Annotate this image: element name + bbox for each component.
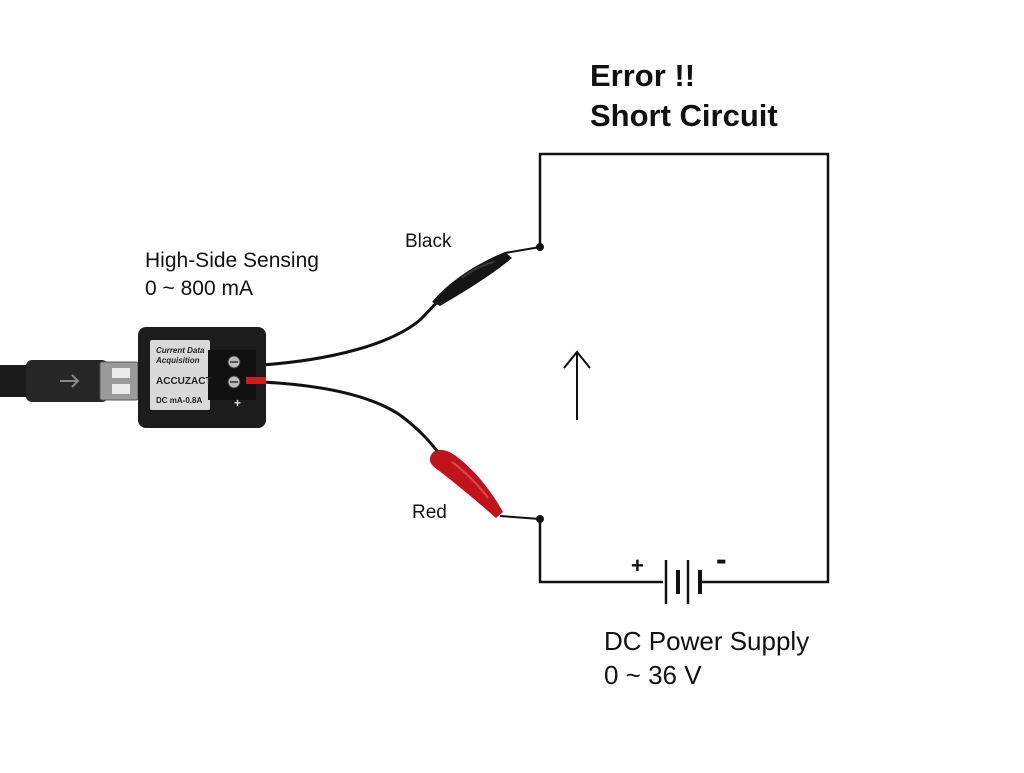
battery-negative-label: - [716,541,727,577]
device-model: DC mA-0.8A [156,396,203,405]
supply-line-2: 0 ~ 36 V [604,660,702,690]
battery-symbol [664,560,702,604]
device-label-top: Current Data Acquisition [156,346,205,365]
error-line-2: Short Circuit [590,98,778,133]
battery-positive-label: + [631,553,644,578]
circuit-loop [538,152,830,584]
red-alligator-clip [429,449,541,520]
error-title: Error !! Short Circuit [590,56,778,136]
sensing-line-2: 0 ~ 800 mA [145,277,253,300]
supply-line-1: DC Power Supply [604,626,810,656]
sensing-caption: High-Side Sensing 0 ~ 800 mA [145,247,319,303]
usb-cable [0,360,139,402]
current-direction-arrow [563,350,591,420]
circuit-wire-top [538,152,830,584]
red-lead-label: Red [412,502,447,523]
sensing-line-1: High-Side Sensing [145,249,319,272]
red-lead-wire [261,380,440,453]
circuit-wire-bottom [538,519,663,584]
black-lead-label: Black [405,231,452,252]
current-sensor-device [138,327,266,428]
power-supply-caption: DC Power Supply 0 ~ 36 V [604,624,809,692]
black-alligator-clip [432,246,541,306]
black-lead-wire [261,291,447,367]
error-line-1: Error !! [590,58,696,93]
device-brand: ACCUZACT [156,376,212,387]
device-plus-mark: + [234,396,242,410]
